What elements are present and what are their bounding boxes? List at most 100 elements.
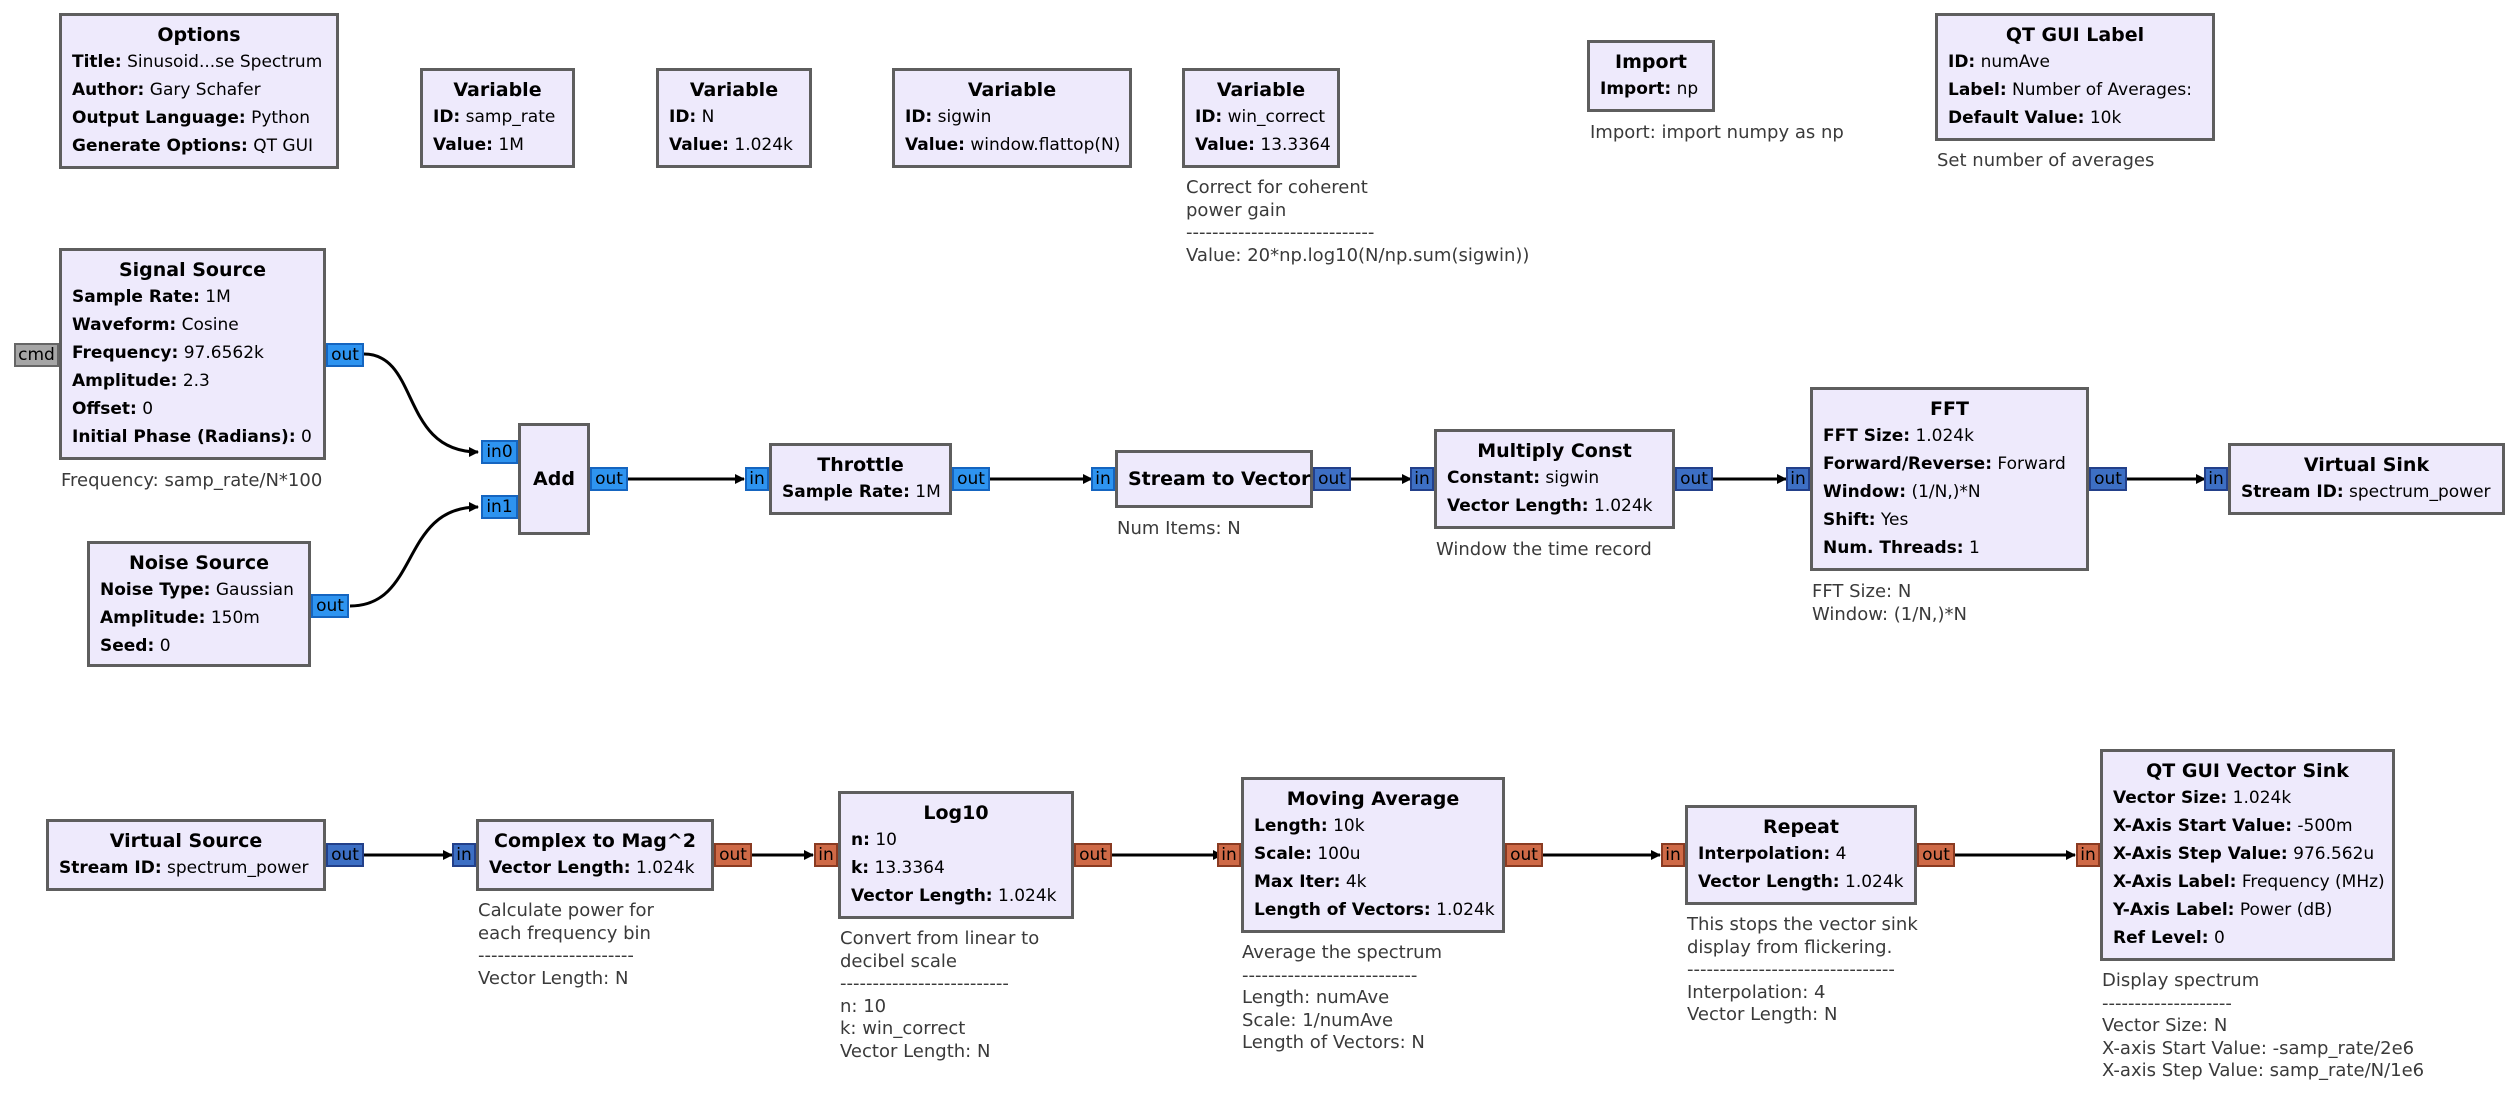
noise-source-out-port[interactable]: out — [311, 594, 349, 618]
block-param: Title: Sinusoid...se Spectrum — [72, 52, 323, 72]
block-title: Complex to Mag^2 — [494, 830, 696, 852]
virtual-sink-block[interactable]: Virtual Sink Stream ID: spectrum_power — [2228, 443, 2505, 515]
block-title: Moving Average — [1286, 788, 1460, 810]
block-param: ID: samp_rate — [433, 107, 556, 127]
fft-out-port[interactable]: out — [2089, 467, 2127, 491]
multiply-const-in-port[interactable]: in — [1410, 467, 1434, 491]
block-param: Forward/Reverse: Forward — [1823, 454, 2066, 474]
block-param: Interpolation: 4 — [1698, 844, 1847, 864]
fft-block[interactable]: FFT FFT Size: 1.024k Forward/Reverse: Fo… — [1810, 387, 2089, 571]
block-title: Variable — [1216, 79, 1306, 101]
variable-sigwin-block[interactable]: Variable ID: sigwin Value: window.flatto… — [892, 68, 1132, 168]
virtual-sink-in-port[interactable]: in — [2204, 467, 2228, 491]
block-param: Value: 1M — [433, 135, 524, 155]
block-param: n: 10 — [851, 830, 897, 850]
block-param: Label: Number of Averages: — [1948, 80, 2192, 100]
complex-to-mag2-block[interactable]: Complex to Mag^2 Vector Length: 1.024k — [476, 819, 714, 891]
block-param: Frequency: 97.6562k — [72, 343, 264, 363]
repeat-out-port[interactable]: out — [1917, 843, 1955, 867]
block-title: Stream to Vector — [1128, 468, 1311, 490]
block-param: Stream ID: spectrum_power — [2241, 482, 2491, 502]
log10-out-port[interactable]: out — [1074, 843, 1112, 867]
fft-in-port[interactable]: in — [1786, 467, 1810, 491]
variable-win-correct-block[interactable]: Variable ID: win_correct Value: 13.3364 — [1182, 68, 1340, 168]
add-in0-port[interactable]: in0 — [481, 440, 518, 464]
signal-source-block[interactable]: Signal Source Sample Rate: 1M Waveform: … — [59, 248, 326, 460]
block-param: k: 13.3364 — [851, 858, 945, 878]
variable-samp-rate-block[interactable]: Variable ID: samp_rate Value: 1M — [420, 68, 575, 168]
complex-to-mag2-comment: Calculate power for each frequency bin -… — [478, 900, 654, 989]
block-param: Author: Gary Schafer — [72, 80, 261, 100]
block-param: Vector Size: 1.024k — [2113, 788, 2292, 808]
block-title: Multiply Const — [1477, 440, 1632, 462]
stream-to-vector-out-port[interactable]: out — [1313, 467, 1351, 491]
qt-vector-sink-comment: Display spectrum -------------------- Ve… — [2102, 970, 2425, 1081]
repeat-block[interactable]: Repeat Interpolation: 4 Vector Length: 1… — [1685, 805, 1917, 905]
block-title: Variable — [689, 79, 779, 101]
stream-to-vector-in-port[interactable]: in — [1091, 467, 1115, 491]
moving-average-block[interactable]: Moving Average Length: 10k Scale: 100u M… — [1241, 777, 1505, 933]
block-title: FFT — [1930, 398, 1969, 420]
block-param: Ref Level: 0 — [2113, 928, 2225, 948]
add-out-port[interactable]: out — [590, 467, 628, 491]
block-title: Virtual Sink — [2303, 454, 2430, 476]
block-param: Amplitude: 150m — [100, 608, 260, 628]
qt-gui-label-block[interactable]: QT GUI Label ID: numAve Label: Number of… — [1935, 13, 2215, 141]
block-param: Sample Rate: 1M — [72, 287, 231, 307]
qt-vector-sink-in-port[interactable]: in — [2076, 843, 2100, 867]
repeat-in-port[interactable]: in — [1661, 843, 1685, 867]
options-block[interactable]: Options Title: Sinusoid...se Spectrum Au… — [59, 13, 339, 169]
virtual-source-block[interactable]: Virtual Source Stream ID: spectrum_power — [46, 819, 326, 891]
block-param: Default Value: 10k — [1948, 108, 2122, 128]
block-title: Throttle — [817, 454, 904, 476]
throttle-out-port[interactable]: out — [952, 467, 990, 491]
block-title: Signal Source — [118, 259, 267, 281]
block-param: Value: 1.024k — [669, 135, 793, 155]
block-param: Output Language: Python — [72, 108, 310, 128]
moving-average-comment: Average the spectrum -------------------… — [1242, 942, 1443, 1053]
block-param: Constant: sigwin — [1447, 468, 1600, 488]
block-param: Noise Type: Gaussian — [100, 580, 294, 600]
block-param: Shift: Yes — [1823, 510, 1909, 530]
block-param: ID: numAve — [1948, 52, 2050, 72]
block-param: Generate Options: QT GUI — [72, 136, 314, 156]
repeat-comment: This stops the vector sink display from … — [1687, 914, 1918, 1025]
block-param: ID: sigwin — [905, 107, 992, 127]
block-param: Stream ID: spectrum_power — [59, 858, 309, 878]
block-param: Window: (1/N,)*N — [1823, 482, 1981, 502]
block-title: Repeat — [1763, 816, 1839, 838]
block-param: Value: window.flattop(N) — [905, 135, 1121, 155]
multiply-const-comment: Window the time record — [1436, 539, 1652, 560]
virtual-source-out-port[interactable]: out — [326, 843, 364, 867]
qt-gui-label-comment: Set number of averages — [1937, 150, 2155, 171]
complex-to-mag2-in-port[interactable]: in — [452, 843, 476, 867]
multiply-const-out-port[interactable]: out — [1675, 467, 1713, 491]
block-param: Length: 10k — [1254, 816, 1365, 836]
block-param: Import: np — [1600, 79, 1699, 99]
block-title: Add — [533, 468, 575, 490]
log10-block[interactable]: Log10 n: 10 k: 13.3364 Vector Length: 1.… — [838, 791, 1074, 919]
block-title: QT GUI Vector Sink — [2146, 760, 2349, 782]
block-title: QT GUI Label — [2005, 24, 2145, 46]
block-title: Noise Source — [128, 552, 270, 574]
multiply-const-block[interactable]: Multiply Const Constant: sigwin Vector L… — [1434, 429, 1675, 529]
wire-signal-to-add — [363, 352, 479, 457]
stream-to-vector-block[interactable]: Stream to Vector — [1115, 450, 1313, 508]
import-comment: Import: import numpy as np — [1590, 122, 1844, 143]
add-in1-port[interactable]: in1 — [481, 495, 518, 519]
variable-n-block[interactable]: Variable ID: N Value: 1.024k — [656, 68, 812, 168]
signal-source-cmd-port[interactable]: cmd — [14, 343, 59, 367]
add-block[interactable]: Add — [518, 423, 590, 535]
throttle-block[interactable]: Throttle Sample Rate: 1M — [769, 443, 952, 515]
block-param: Y-Axis Label: Power (dB) — [2113, 900, 2333, 920]
signal-source-out-port[interactable]: out — [326, 343, 364, 367]
log10-in-port[interactable]: in — [814, 843, 838, 867]
import-block[interactable]: Import Import: np — [1587, 40, 1715, 112]
block-param: Value: 13.3364 — [1195, 135, 1331, 155]
moving-average-out-port[interactable]: out — [1505, 843, 1543, 867]
qt-vector-sink-block[interactable]: QT GUI Vector Sink Vector Size: 1.024k X… — [2100, 749, 2395, 961]
complex-to-mag2-out-port[interactable]: out — [714, 843, 752, 867]
noise-source-block[interactable]: Noise Source Noise Type: Gaussian Amplit… — [87, 541, 311, 667]
moving-average-in-port[interactable]: in — [1217, 843, 1241, 867]
throttle-in-port[interactable]: in — [745, 467, 769, 491]
